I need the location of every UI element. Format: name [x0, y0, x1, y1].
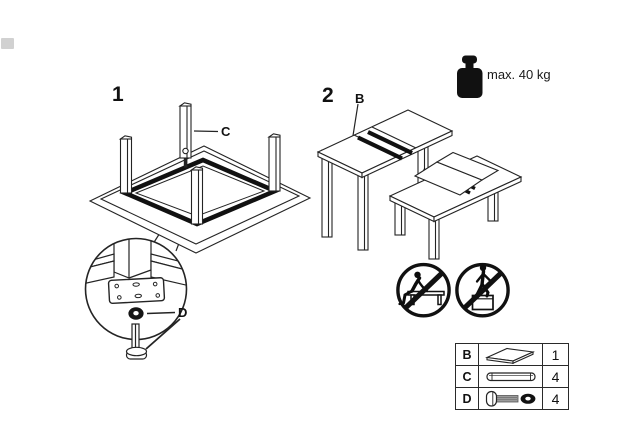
step1-number: 1 [112, 83, 124, 106]
part-icon-cell [478, 387, 543, 410]
label-d: D [178, 305, 188, 320]
leg-c-floating [178, 102, 192, 168]
bolt-icon [125, 323, 148, 360]
prohibition-slash [463, 271, 503, 310]
no-sitting-icon [396, 262, 451, 318]
slide-rail [367, 130, 413, 155]
part-qty: 4 [542, 387, 569, 410]
part-letter: B [455, 343, 479, 366]
label-c-pointer-line [193, 130, 219, 133]
bolt-and-washer-icon [485, 390, 535, 407]
label-c: C [221, 124, 231, 139]
slide-rail [357, 135, 403, 161]
no-standing-icon [455, 262, 510, 318]
table-leg-icon [485, 372, 536, 382]
step1-assembly-diagram [88, 102, 312, 254]
detail-callout-circle [84, 237, 188, 360]
step2-number: 2 [322, 84, 334, 107]
parts-row-d: D 4 [455, 387, 569, 410]
corner-bracket-plate [107, 277, 166, 304]
step2-leaf-table-drawing [388, 151, 523, 260]
leg-bolt-tip [183, 158, 188, 168]
part-icon-cell [478, 343, 543, 366]
label-b: B [355, 91, 365, 106]
prohibition-slash [404, 271, 444, 310]
parts-row-b: B 1 [455, 343, 569, 366]
label-d-pointer-line-washer [146, 311, 176, 315]
part-icon-cell [478, 365, 543, 388]
part-qty: 4 [542, 365, 569, 388]
parts-row-c: C 4 [455, 365, 569, 388]
part-letter: C [455, 365, 479, 388]
washer-icon [128, 307, 144, 320]
part-letter: D [455, 387, 479, 410]
parts-table: B 1 C [455, 343, 569, 410]
weight-icon [457, 55, 483, 98]
table-leg-right [267, 133, 281, 192]
scan-artifact [1, 38, 14, 49]
weight-limit-label: max. 40 kg [487, 67, 551, 82]
leaf-panel-b [413, 151, 500, 196]
part-qty: 1 [542, 343, 569, 366]
label-d-pointer-line-bolt [145, 318, 181, 350]
leaf-panel-icon [484, 347, 535, 365]
table-leg-left [118, 135, 133, 194]
table-leg-near [189, 166, 204, 225]
